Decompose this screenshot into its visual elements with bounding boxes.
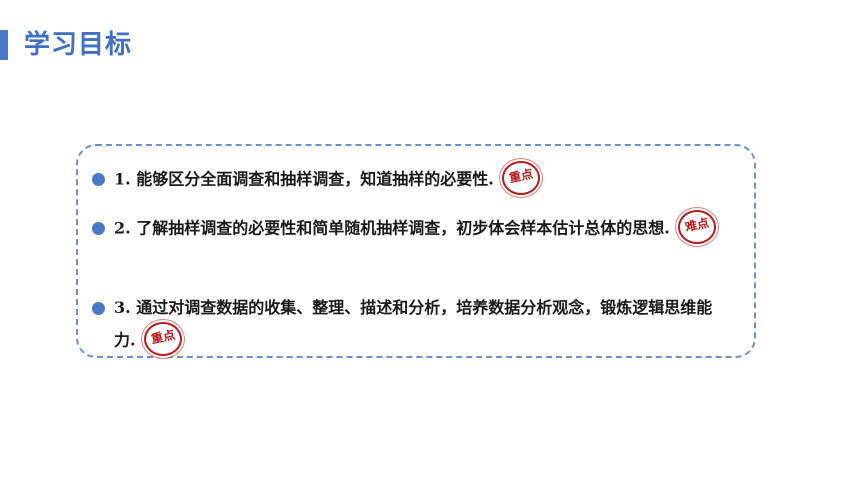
- page-title: 学习目标: [24, 30, 133, 60]
- key-point-stamp: 重点: [501, 161, 540, 195]
- objective-item: 2. 了解抽样调查的必要性和简单随机抽样调查，初步体会样本估计总体的思想. 难点: [92, 210, 732, 246]
- title-accent-bar: [0, 30, 8, 60]
- objective-text: 3. 通过对调查数据的收集、整理、描述和分析，培养数据分析观念，锻炼逻辑思维能力…: [114, 298, 713, 350]
- key-point-stamp: 重点: [143, 322, 182, 356]
- objective-item: 1. 能够区分全面调查和抽样调查，知道抽样的必要性. 重点: [92, 161, 732, 197]
- objective-item: 3. 通过对调查数据的收集、整理、描述和分析，培养数据分析观念，锻炼逻辑思维能力…: [92, 292, 732, 358]
- objectives-box: [76, 144, 756, 358]
- bullet-icon: [92, 173, 105, 186]
- bullet-icon: [92, 302, 105, 315]
- objective-text: 1. 能够区分全面调查和抽样调查，知道抽样的必要性.: [114, 169, 494, 189]
- objective-text: 2. 了解抽样调查的必要性和简单随机抽样调查，初步体会样本估计总体的思想.: [114, 218, 670, 238]
- difficulty-stamp: 难点: [677, 210, 716, 244]
- bullet-icon: [92, 222, 105, 235]
